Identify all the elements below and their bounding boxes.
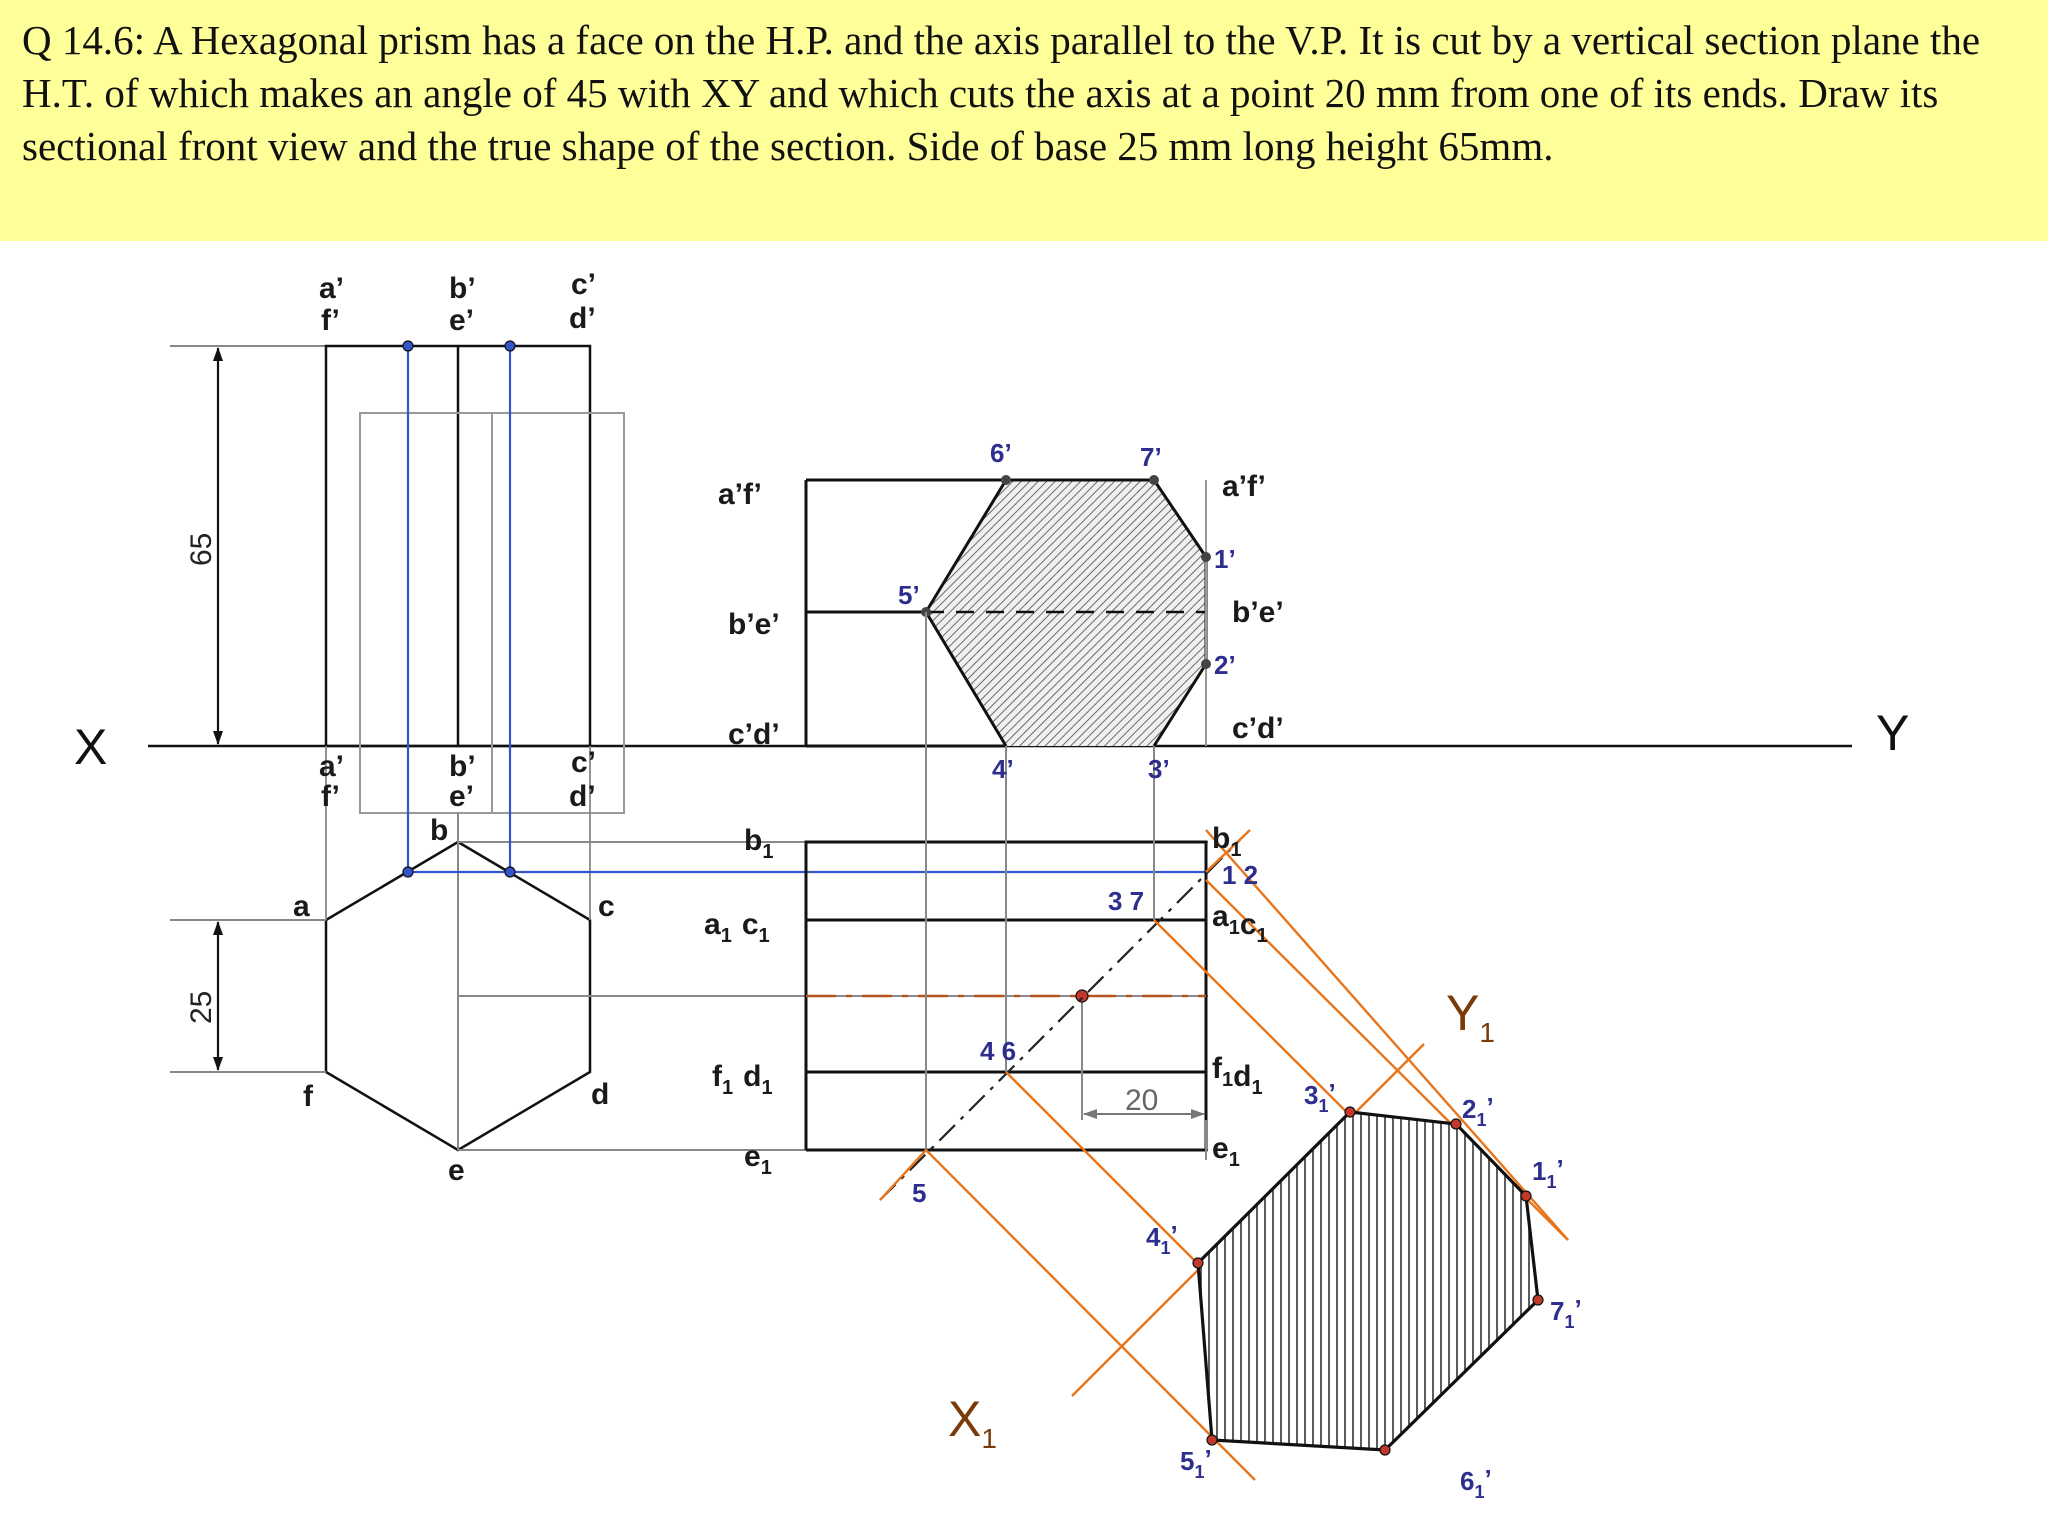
pt-1: 1’ [1214, 544, 1236, 574]
pt-6: 6’ [990, 438, 1012, 468]
pt-4: 4’ [992, 754, 1014, 784]
plan-b: b [430, 814, 448, 847]
fv-af-left: a’f’ [718, 478, 762, 511]
pt-7: 7’ [1140, 442, 1162, 472]
lv-bot-e: e’ [449, 780, 474, 813]
lv-bot-f: f’ [321, 780, 340, 813]
fv-cd-left: c’d’ [728, 718, 780, 751]
pt-2: 2’ [1214, 650, 1236, 680]
question-banner: Q 14.6: A Hexagonal prism has a face on … [0, 0, 2048, 241]
plan-a: a [293, 890, 310, 923]
plan-d: d [591, 1078, 609, 1111]
true-shape-section [1192, 1106, 1544, 1456]
fv-af-right: a’f’ [1222, 470, 1266, 503]
cut-value: 20 [1125, 1084, 1158, 1117]
tv-e1-right: e1 [1212, 1132, 1240, 1171]
cutting-plane [879, 839, 1241, 1201]
ts-4: 41’ [1146, 1220, 1178, 1258]
side-dimension: 25 [185, 921, 223, 1071]
ts-2: 21’ [1462, 1092, 1494, 1130]
pt-46: 4 6 [980, 1036, 1016, 1066]
plan-f: f [303, 1080, 314, 1113]
lv-bot-b: b’ [449, 750, 476, 783]
ts-5: 51’ [1180, 1444, 1212, 1482]
y-label: Y [1876, 705, 1909, 761]
fv-be-right: b’e’ [1232, 596, 1284, 629]
pt-5: 5’ [898, 580, 920, 610]
plan-e: e [448, 1154, 465, 1187]
top-view-prism [804, 612, 1208, 1160]
lv-bot-d: d’ [569, 780, 596, 813]
ts-1: 11’ [1532, 1154, 1564, 1192]
ts-3: 31’ [1304, 1078, 1336, 1116]
pt-37: 3 7 [1108, 886, 1144, 916]
tv-e1-left: e1 [744, 1140, 772, 1179]
lv-bot-c: c’ [571, 746, 596, 779]
pt-12: 1 2 [1222, 860, 1258, 890]
cut-dimension: 20 [1083, 1084, 1205, 1119]
lv-top-a: a’ [319, 272, 344, 305]
plan-c: c [598, 890, 615, 923]
lv-top-c: c’ [571, 268, 596, 301]
section-hatch [926, 480, 1206, 746]
question-text: Q 14.6: A Hexagonal prism has a face on … [22, 17, 1981, 169]
lv-top-e: e’ [449, 304, 474, 337]
pt-3: 3’ [1148, 754, 1170, 784]
side-value: 25 [185, 991, 218, 1024]
height-value: 65 [185, 533, 218, 566]
sectional-front-view [804, 475, 1211, 748]
initial-front-view [170, 344, 625, 814]
lv-top-b: b’ [449, 272, 476, 305]
ts-6: 61’ [1460, 1464, 1492, 1502]
y1-label: Y1 [1446, 985, 1495, 1048]
ts-7: 71’ [1550, 1294, 1582, 1332]
pt-5-plan: 5 [912, 1178, 926, 1208]
x-label: X [74, 719, 107, 775]
fv-cd-right: c’d’ [1232, 712, 1284, 745]
fv-be-left: b’e’ [728, 608, 780, 641]
lv-bot-a: a’ [319, 750, 344, 783]
tv-f1d1-right: f1d1 [1212, 1052, 1263, 1099]
lv-top-f: f’ [321, 304, 340, 337]
x1-label: X1 [948, 1391, 997, 1454]
tv-b1-right: b1 [1212, 822, 1241, 861]
lv-top-d: d’ [569, 302, 596, 335]
height-dimension: 65 [185, 347, 223, 745]
tv-b1-left: b1 [744, 824, 773, 863]
tv-a1c1-right: a1c1 [1212, 900, 1268, 947]
